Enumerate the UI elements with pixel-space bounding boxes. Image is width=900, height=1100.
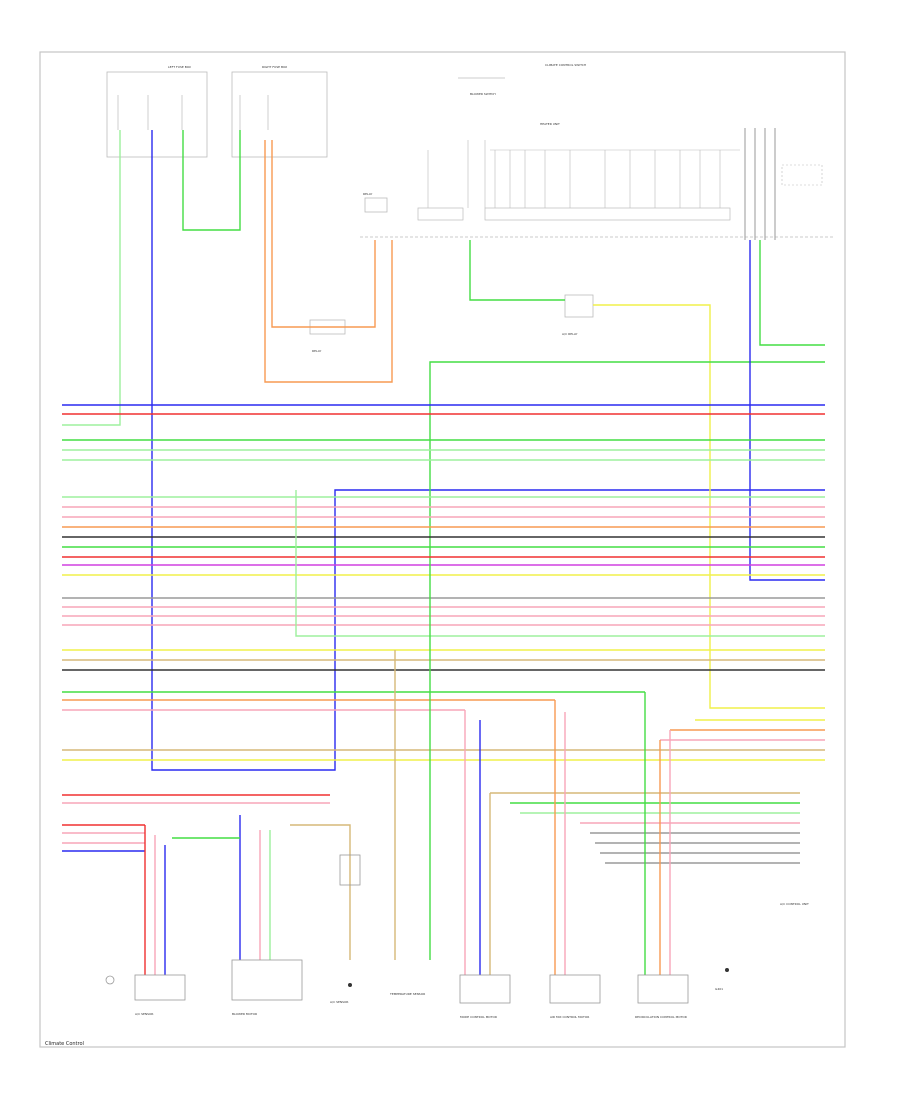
heater-unit-label: HEATER UNIT — [540, 122, 560, 126]
ac-relay-label: A/C RELAY — [562, 332, 578, 336]
left-fuse-label: LEFT FUSE BOX — [168, 65, 191, 69]
bottom-label-2: BLOWER MOTOR — [232, 1012, 257, 1016]
footer-label: Climate Control — [45, 1041, 84, 1047]
ac-relay: A/C RELAY — [562, 294, 594, 336]
bus-wires — [62, 404, 825, 852]
bottom-label-4: TEMPERATURE SENSOR — [389, 992, 425, 996]
cc-switch-label: CLIMATE CONTROL SWITCH — [545, 63, 586, 67]
relay-center: RELAY — [363, 192, 388, 213]
bottom-label-7: RECIRCULATION CONTROL MOTOR — [635, 1015, 687, 1019]
bottom-label-1: A/C SENSOR — [135, 1012, 154, 1016]
bottom-label-3: A/C SENSOR — [330, 1000, 349, 1004]
blower-sw-label: BLOWER SWITCH — [470, 92, 496, 96]
lower-wires — [144, 490, 825, 975]
relay-left-label: RELAY — [312, 349, 322, 353]
right-fuse-box: RIGHT FUSE BOX — [231, 65, 328, 158]
right-fuse-label: RIGHT FUSE BOX — [262, 65, 287, 69]
left-fuse-box: LEFT FUSE BOX — [106, 65, 208, 158]
relay-left: RELAY — [309, 319, 346, 353]
bottom-components: A/C SENSOR BLOWER MOTOR A/C SENSOR TEMPE… — [105, 854, 729, 1019]
bottom-label-5: MODE CONTROL MOTOR — [460, 1015, 497, 1019]
relay-center-label: RELAY — [363, 192, 373, 196]
bottom-label-8: G401 — [715, 987, 723, 991]
bottom-label-6: AIR MIX CONTROL MOTOR — [550, 1015, 589, 1019]
right-wires — [490, 719, 825, 864]
diagram-frame — [39, 51, 846, 1048]
right-note: A/C CONTROL UNIT — [780, 902, 809, 906]
climate-control-unit: CLIMATE CONTROL SWITCH HEATER UNIT BLOWE… — [360, 63, 835, 240]
